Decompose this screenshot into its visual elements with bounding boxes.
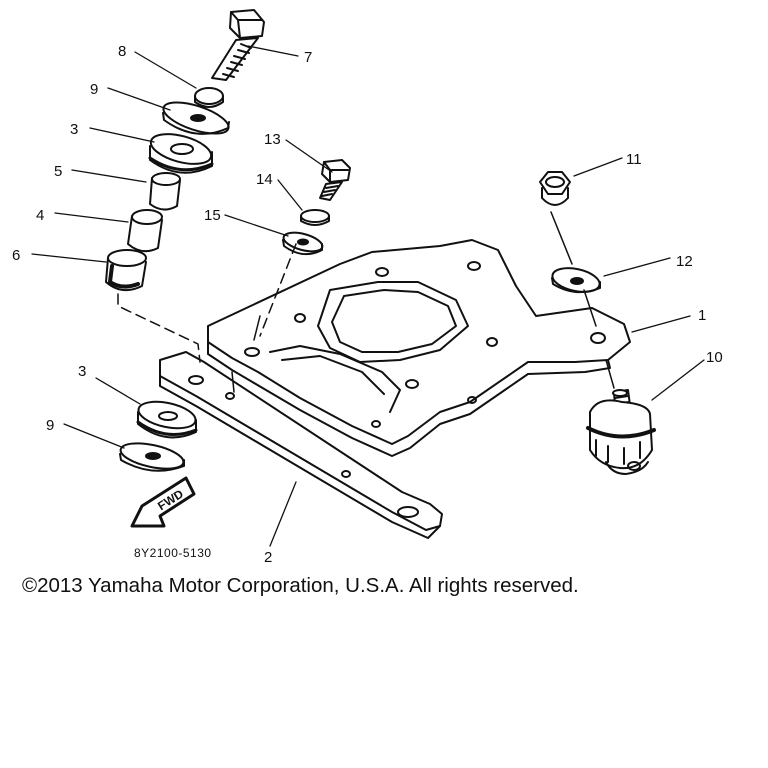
washer-large-bottom <box>119 442 185 472</box>
callout-3b: 3 <box>78 363 86 380</box>
callout-4: 4 <box>36 207 44 224</box>
callout-11: 11 <box>626 151 642 168</box>
callout-7: 7 <box>304 49 312 66</box>
copyright-notice: ©2013 Yamaha Motor Corporation, U.S.A. A… <box>22 574 579 597</box>
callout-2: 2 <box>264 549 272 566</box>
part-code: 8Y2100-5130 <box>134 546 212 560</box>
washer-small <box>194 87 224 108</box>
leader-lines <box>31 45 705 547</box>
lock-washer <box>300 209 330 226</box>
callout-13: 13 <box>264 131 281 148</box>
callout-14: 14 <box>256 171 273 188</box>
rubber-washer-bottom <box>136 400 198 439</box>
assembly-lines <box>117 211 615 393</box>
bracket-plate <box>207 239 631 457</box>
callout-9b: 9 <box>46 417 54 434</box>
callout-15: 15 <box>204 207 221 224</box>
rubber-washer-top <box>148 133 214 174</box>
callout-9a: 9 <box>90 81 98 98</box>
collar <box>149 172 181 211</box>
callout-3a: 3 <box>70 121 78 138</box>
callout-1: 1 <box>698 307 706 324</box>
fwd-arrow-icon: FWD <box>130 476 196 528</box>
washer-right <box>551 267 601 294</box>
bolt-long <box>211 9 265 81</box>
callout-10: 10 <box>706 349 723 366</box>
spacer <box>127 209 163 253</box>
bushing <box>105 249 147 292</box>
nut <box>539 171 571 206</box>
callout-labels: 1 2 3 3 4 5 6 7 8 9 9 10 11 12 13 14 15 <box>12 43 723 566</box>
engine-mount <box>586 389 656 475</box>
long-bar <box>159 351 443 539</box>
callout-12: 12 <box>676 253 693 270</box>
callout-8: 8 <box>118 43 126 60</box>
callout-5: 5 <box>54 163 62 180</box>
flat-washer <box>282 231 324 256</box>
callout-6: 6 <box>12 247 20 264</box>
